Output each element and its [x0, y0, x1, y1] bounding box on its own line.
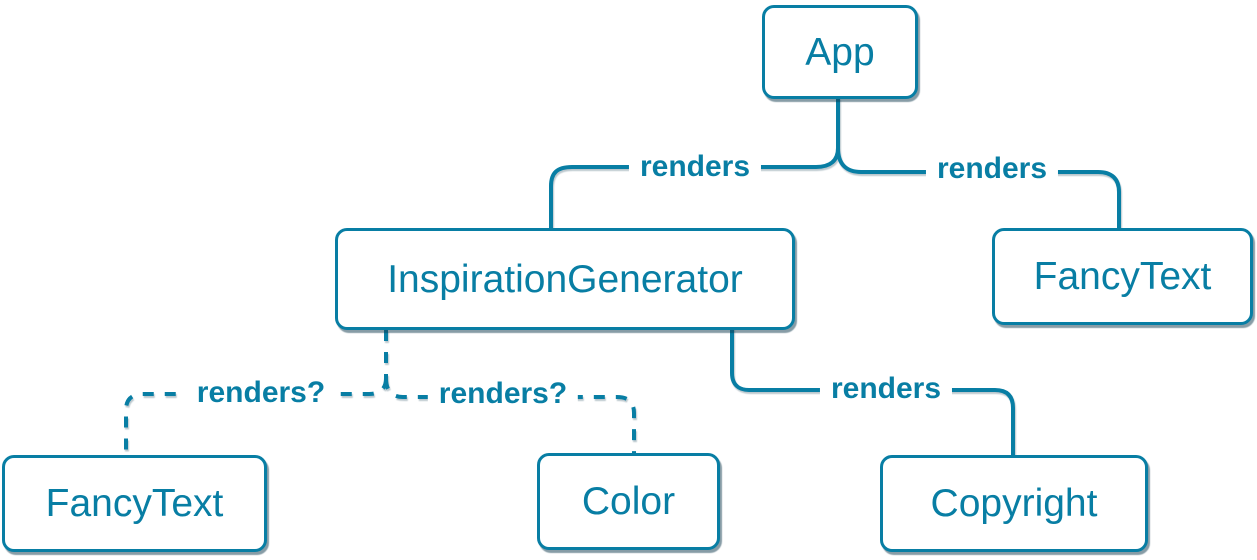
- node-color: Color: [537, 453, 720, 550]
- edge-label-renders-app-fancytext: renders: [925, 151, 1059, 187]
- node-fancy-text-top: FancyText: [992, 228, 1253, 325]
- edge-label-renders-inspirationgenerator-copyright: renders: [819, 371, 953, 407]
- node-app-label: App: [805, 30, 875, 74]
- node-app: App: [762, 5, 918, 99]
- node-inspiration-generator: InspirationGenerator: [335, 228, 795, 330]
- node-fancy-text-top-label: FancyText: [1033, 255, 1212, 298]
- node-color-label: Color: [581, 480, 676, 523]
- edge-label-renders-fancytext-dashed: renders?: [185, 375, 337, 411]
- node-fancy-text-bottom: FancyText: [2, 455, 267, 552]
- edge-label-renders-color-dashed: renders?: [427, 376, 579, 412]
- node-fancy-text-bottom-label: FancyText: [45, 482, 224, 525]
- edge-inspirationgenerator-fancytext-dashed: [124, 377, 388, 455]
- edge-label-renders-app-inspirationgenerator: renders: [628, 149, 762, 185]
- node-inspiration-generator-label: InspirationGenerator: [387, 257, 743, 301]
- node-copyright-label: Copyright: [930, 482, 1098, 525]
- edge-inspirationgenerator-color-dashed: [384, 377, 636, 453]
- node-copyright: Copyright: [880, 455, 1148, 552]
